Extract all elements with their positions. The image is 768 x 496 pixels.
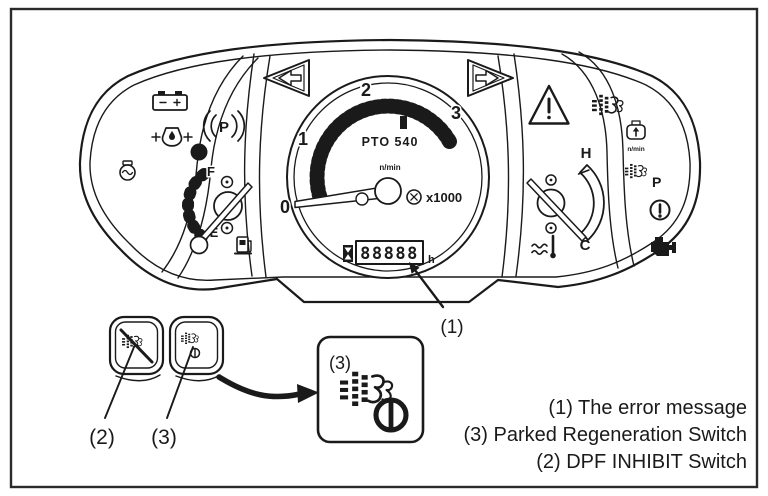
tach-number-1: 1: [298, 129, 308, 149]
detail-box-label: (3): [329, 353, 351, 373]
hourglass-icon: [343, 245, 353, 262]
caption: (1) The error message (3) Parked Regener…: [464, 397, 747, 473]
dpf-parked-regen-icon: P: [624, 163, 663, 192]
callout-label-3: (3): [151, 426, 177, 449]
oil-pressure-icon: [151, 127, 193, 147]
engine-warning-icon: [651, 237, 676, 256]
dpf-parked-p-label: P: [652, 174, 661, 190]
brake-warning-icon: [649, 199, 671, 221]
parking-brake-label: P: [219, 119, 229, 136]
hour-meter-value: 88888: [360, 244, 419, 264]
fuel-gauge-ticks: [182, 168, 210, 244]
parked-regen-switch: [168, 315, 225, 382]
coolant-temp-icon: [531, 234, 556, 259]
temp-gauge: H C: [526, 84, 605, 259]
callout-label-1: (1): [440, 317, 463, 338]
caption-line-1: (1) The error message: [548, 397, 747, 419]
tach-number-3: 3: [451, 103, 461, 123]
arrowhead: [409, 262, 420, 274]
cluster-inner-shell: [89, 49, 691, 281]
inhibit-slash: [119, 328, 154, 364]
temp-hot-label: H: [581, 145, 592, 162]
fuel-full-label: F: [207, 164, 215, 179]
tachometer-ticks: [309, 98, 457, 205]
pto-marker: [400, 116, 407, 129]
pto-label: PTO 540: [362, 135, 419, 149]
tach-multiplier-label: x1000: [426, 190, 462, 205]
tach-number-0: 0: [280, 197, 290, 217]
indicator-lamp-dot: [190, 143, 208, 161]
parked-regen-detail-box: (3): [316, 335, 425, 444]
engine-speed-icon: n/min: [626, 120, 646, 153]
arrowhead: [297, 384, 319, 403]
hour-meter: 88888 h: [343, 240, 435, 266]
parking-brake-icon: P: [202, 110, 246, 142]
left-wing-icons: [119, 91, 193, 181]
tach-number-2: 2: [361, 80, 371, 100]
caption-line-3: (2) DPF INHIBIT Switch: [536, 451, 747, 473]
tachometer: 0 1 2 3 PTO 540 n/min x1000: [278, 75, 490, 279]
turn-left-indicator-icon: [263, 59, 310, 97]
battery-icon: [152, 91, 188, 111]
turn-right-indicator-icon: [467, 59, 514, 97]
temp-gauge-arc: [579, 164, 605, 241]
hour-meter-unit: h: [428, 254, 435, 266]
detail-arrow: [216, 374, 319, 403]
error-message-callout: (1): [409, 262, 464, 338]
right-wing-icons: n/min P: [591, 94, 676, 256]
fuel-gauge: P F E: [182, 110, 253, 255]
glow-plug-icon: [119, 160, 136, 181]
tachometer-hub: [374, 177, 402, 205]
tach-unit-label: n/min: [379, 163, 400, 172]
leader-line-3: [166, 346, 194, 419]
leader-line-2: [104, 346, 135, 419]
dpf-inhibit-switch: [108, 315, 165, 382]
warning-triangle-icon: [528, 84, 570, 125]
temp-needle: [526, 178, 587, 242]
callout-label-2: (2): [89, 426, 115, 449]
hour-meter-display: [355, 240, 424, 265]
caption-line-2: (3) Parked Regeneration Switch: [464, 424, 747, 446]
instrument-cluster: P F E: [78, 38, 702, 304]
fuel-pump-icon: [234, 236, 252, 255]
engine-speed-unit-label: n/min: [627, 146, 644, 153]
